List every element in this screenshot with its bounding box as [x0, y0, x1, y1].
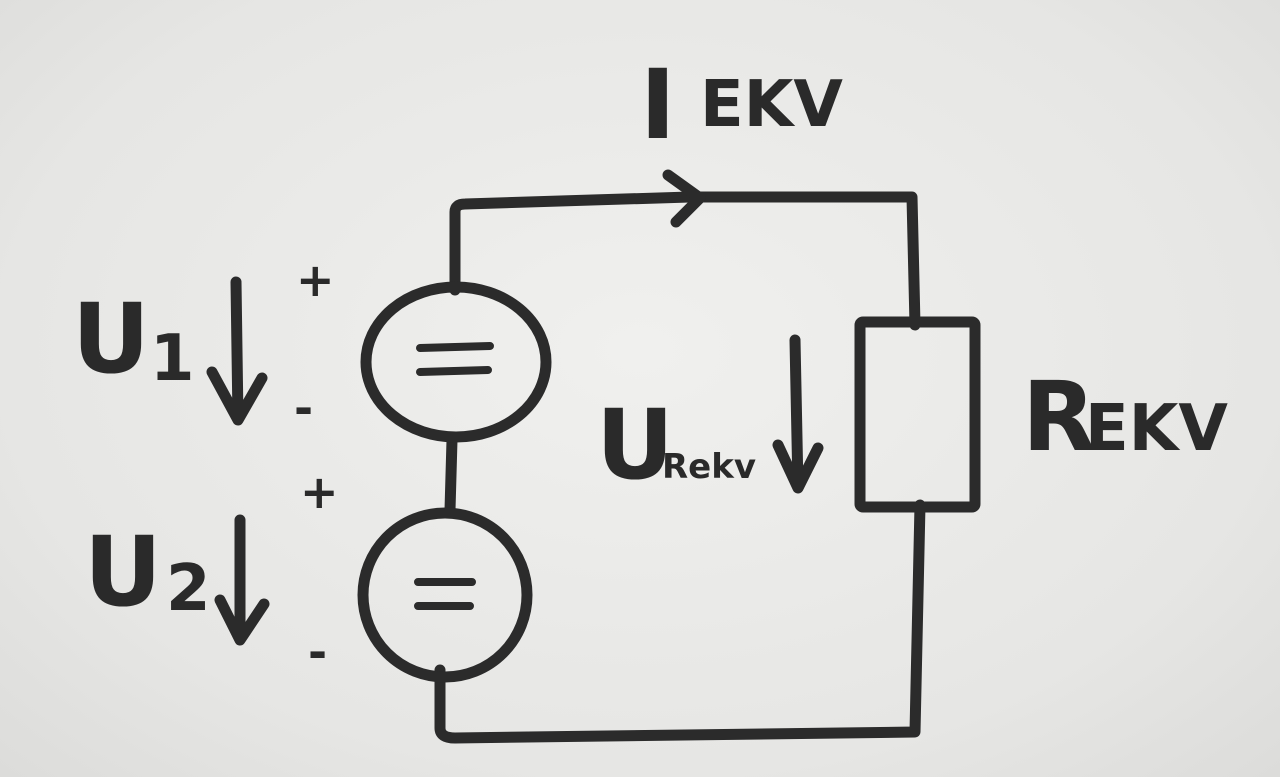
label-u2-main: U	[84, 516, 162, 628]
label-urekv: U Rekv	[596, 389, 756, 501]
label-current-main: I	[640, 49, 676, 161]
label-urekv-sub: Rekv	[662, 447, 756, 487]
voltage-source-1	[360, 281, 552, 443]
label-u2: U 2	[84, 516, 211, 628]
source-2-plus-sign: +	[300, 465, 339, 519]
label-resistor-main: R	[1022, 361, 1096, 473]
wire-top	[449, 191, 921, 331]
label-urekv-main: U	[596, 389, 674, 501]
source-1-equals-icon	[416, 342, 494, 376]
label-current-sub: EKV	[700, 68, 843, 142]
label-u1-sub: 1	[150, 322, 195, 396]
label-u1: U 1	[72, 283, 195, 396]
source-1-circle	[360, 281, 552, 443]
urekv-arrow-icon	[772, 334, 824, 494]
source-1-minus-sign: -	[294, 381, 313, 435]
u2-arrow-icon	[214, 514, 270, 646]
label-current: I EKV	[640, 49, 843, 161]
label-u2-sub: 2	[166, 552, 211, 626]
resistor-body	[854, 316, 981, 513]
current-arrow-icon	[662, 169, 706, 228]
label-resistor-sub: EKV	[1085, 392, 1228, 466]
voltage-source-2	[357, 507, 533, 683]
wire-network	[434, 191, 926, 744]
u1-arrow-icon	[206, 276, 268, 426]
source-2-minus-sign: -	[308, 625, 327, 679]
label-u1-main: U	[72, 283, 150, 395]
wire-between-sources	[444, 434, 458, 516]
label-resistor: R EKV	[1022, 361, 1228, 473]
source-1-plus-sign: +	[296, 253, 335, 307]
source-2-circle	[357, 507, 533, 683]
wire-bottom	[434, 499, 926, 744]
source-2-equals-icon	[414, 578, 476, 610]
